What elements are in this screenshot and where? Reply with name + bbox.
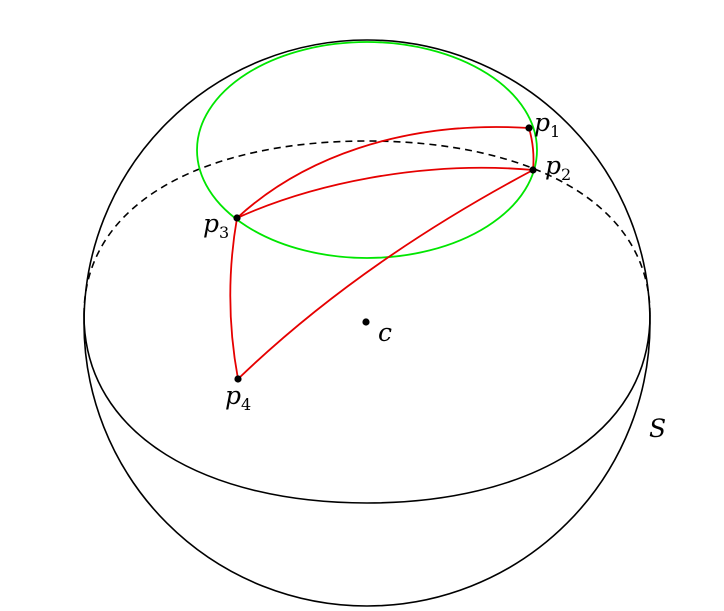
arc-p1-p3 <box>236 126 530 219</box>
label-p1: p1 <box>534 108 560 141</box>
point-p4 <box>234 375 242 383</box>
label-center: c <box>378 318 392 347</box>
arc-p3-p4 <box>229 217 239 380</box>
arc-p1-p2 <box>528 127 535 171</box>
equator-back <box>83 140 651 316</box>
label-p2: p2 <box>545 151 571 184</box>
arc-p2-p4 <box>237 169 534 380</box>
small-circle <box>196 41 538 259</box>
label-p4: p4 <box>225 381 251 414</box>
point-p2 <box>529 166 537 174</box>
point-p3 <box>233 214 241 222</box>
point-center <box>362 318 370 326</box>
label-sphere: S <box>649 414 666 443</box>
label-p3: p3 <box>203 209 229 242</box>
arc-p2-p3 <box>236 166 534 219</box>
equator-front <box>83 314 651 504</box>
point-p1 <box>525 124 533 132</box>
